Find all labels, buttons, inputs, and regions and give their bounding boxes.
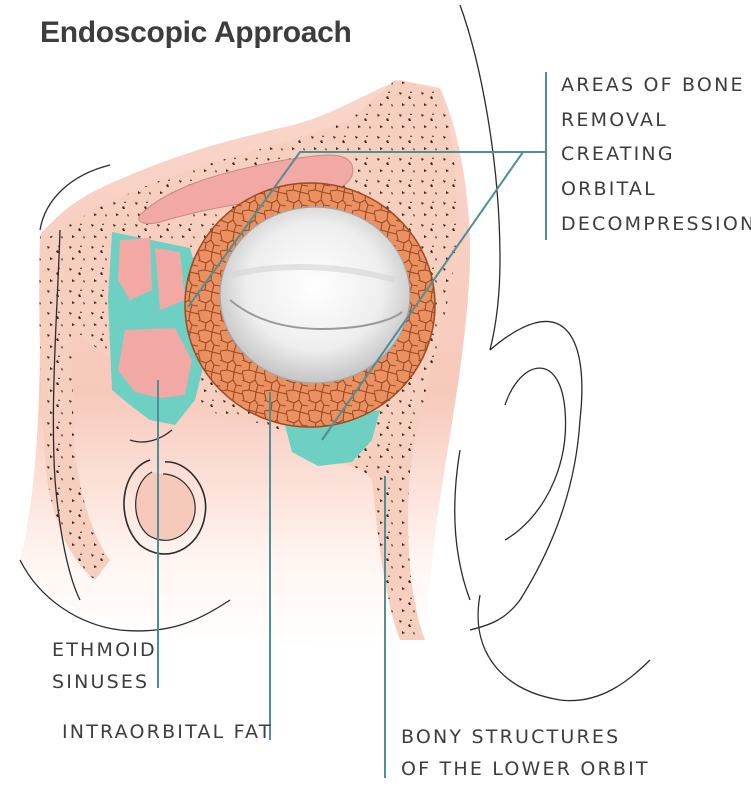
label-ethmoid: ETHMOID SINUSES bbox=[52, 639, 157, 693]
label-bony-line-1: BONY STRUCTURES bbox=[401, 726, 620, 748]
label-bone-removal-line-1: AREAS OF BONE bbox=[561, 74, 745, 96]
eye bbox=[220, 207, 410, 383]
label-bone-removal-line-2: REMOVAL bbox=[561, 109, 668, 131]
label-bone-removal: AREAS OF BONE REMOVAL CREATING ORBITAL D… bbox=[561, 74, 751, 235]
label-intraorbital-fat: INTRAORBITAL FAT bbox=[62, 721, 273, 743]
label-bony-structures: BONY STRUCTURES OF THE LOWER ORBIT bbox=[401, 726, 650, 780]
label-ethmoid-line-2: SINUSES bbox=[52, 671, 149, 693]
ethmoid-cell-middle bbox=[155, 248, 185, 310]
page-title: Endoscopic Approach bbox=[40, 16, 352, 49]
label-bone-removal-line-5: DECOMPRESSION bbox=[561, 213, 751, 235]
label-ethmoid-line-1: ETHMOID bbox=[52, 639, 157, 661]
label-bone-removal-line-3: CREATING bbox=[561, 143, 675, 165]
label-bony-line-2: OF THE LOWER ORBIT bbox=[401, 758, 650, 780]
label-bone-removal-line-4: ORBITAL bbox=[561, 178, 657, 200]
